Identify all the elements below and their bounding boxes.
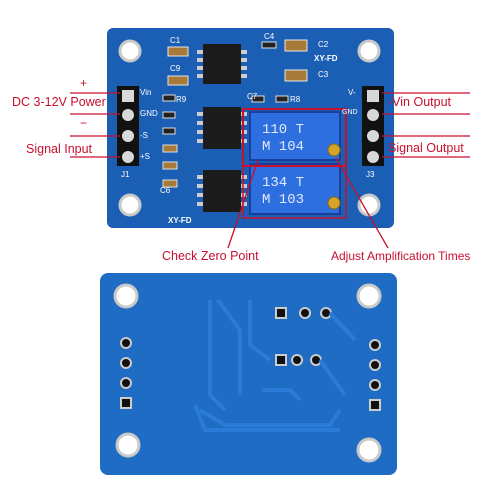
label-c1: C1 xyxy=(170,36,181,45)
ic-top xyxy=(197,44,247,84)
solder-pad xyxy=(320,307,332,319)
label-r8: R8 xyxy=(290,95,301,104)
pin-label-gnd-right: GND xyxy=(342,109,358,116)
solder-pad xyxy=(275,307,287,319)
solder-pad xyxy=(291,354,303,366)
solder-pad xyxy=(369,359,381,371)
solder-pad xyxy=(275,354,287,366)
highlight-amp-pot xyxy=(242,165,347,219)
mount-hole xyxy=(115,432,141,458)
pin-label-s-minus: -S xyxy=(140,131,148,140)
adjust-amp-label: Adjust Amplification Times xyxy=(331,249,471,263)
pot1-marking-line2: M 104 xyxy=(262,139,305,155)
label-r9: R9 xyxy=(176,95,187,104)
mount-hole xyxy=(357,39,381,63)
dc-power-label: DC 3-12V Power xyxy=(12,95,106,109)
solder-pad xyxy=(310,354,322,366)
pot2-marking-line1: 134 T xyxy=(262,175,305,191)
header-pin xyxy=(367,90,379,102)
solder-pad xyxy=(120,397,132,409)
trim-pot-lower xyxy=(249,163,341,215)
label-j1: J1 xyxy=(121,170,130,179)
label-j3: J3 xyxy=(366,170,375,179)
vin-output-label: -Vin Output xyxy=(388,95,452,109)
ic-middle xyxy=(197,107,247,149)
solder-pad xyxy=(369,399,381,411)
trim-pot-upper xyxy=(249,111,341,161)
mount-hole xyxy=(356,283,382,309)
ic-bottom xyxy=(197,170,247,212)
label-c7: C7 xyxy=(247,92,258,101)
bottom-board xyxy=(100,273,397,475)
header-pin xyxy=(122,109,134,121)
solder-pad xyxy=(369,339,381,351)
solder-pad xyxy=(120,377,132,389)
check-zero-label: Check Zero Point xyxy=(162,249,259,263)
header-j1 xyxy=(117,86,139,166)
label-c2: C2 xyxy=(318,40,329,49)
solder-pad xyxy=(299,307,311,319)
pin-label-gnd: GND xyxy=(140,109,158,118)
mount-hole xyxy=(118,39,142,63)
solder-pad xyxy=(120,337,132,349)
mount-hole xyxy=(356,437,382,463)
header-pin xyxy=(122,151,134,163)
pot2-marking-line2: M 103 xyxy=(262,192,305,208)
solder-pad xyxy=(369,379,381,391)
label-c4: C4 xyxy=(264,32,275,41)
mount-hole xyxy=(113,283,139,309)
mount-hole xyxy=(357,193,381,217)
pin-label-v-minus: V- xyxy=(348,88,356,97)
header-pin xyxy=(367,151,379,163)
label-c6: C6 xyxy=(160,186,171,195)
plus-sign: + xyxy=(80,76,88,90)
header-pin xyxy=(367,109,379,121)
model-label-bottom: XY-FD xyxy=(168,216,192,225)
solder-pad xyxy=(120,357,132,369)
header-pin xyxy=(122,90,134,102)
signal-output-label: Signal Output xyxy=(388,141,464,155)
signal-input-label: Signal Input xyxy=(26,142,93,156)
label-c3: C3 xyxy=(318,70,329,79)
pot1-marking-line1: 110 T xyxy=(262,122,305,138)
header-j3 xyxy=(362,86,384,166)
pin-label-s-plus: +S xyxy=(140,152,151,161)
header-pin xyxy=(367,130,379,142)
minus-sign: − xyxy=(80,116,88,130)
label-c9: C9 xyxy=(170,64,181,73)
mount-hole xyxy=(118,193,142,217)
model-label-top: XY-FD xyxy=(314,54,338,63)
header-pin xyxy=(122,130,134,142)
smd-components xyxy=(162,39,308,197)
annotation-lines xyxy=(70,92,470,249)
pin-label-vin: Vin xyxy=(140,88,152,97)
pcb-traces xyxy=(193,298,357,432)
top-board xyxy=(107,28,394,228)
